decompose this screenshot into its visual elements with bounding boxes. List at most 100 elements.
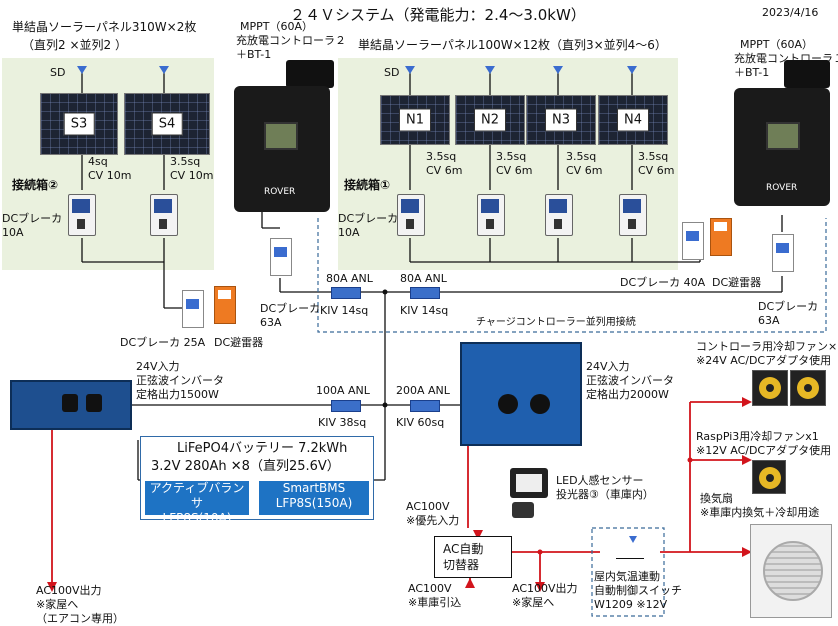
- anl-fuse-top-1: [331, 287, 361, 299]
- switch-arrow: [629, 536, 637, 543]
- mppt-controller-2: ROVER: [234, 86, 330, 212]
- led-sensor-title: LED人感センサー: [556, 474, 644, 487]
- mppt2-screen: [264, 122, 298, 150]
- dc-breaker-25a-icon: [182, 290, 204, 328]
- anl-fuse-mid-2: [410, 400, 440, 412]
- charge-parallel-label: チャージコントローラー並列用接続: [476, 317, 636, 328]
- cable-s4-size: 3.5sq: [170, 155, 201, 168]
- dc-surge-left-label: DC避雷器: [214, 336, 264, 349]
- left-dc-breaker-rating: 10A: [2, 226, 24, 239]
- inverter-right-input: 24V入力: [586, 360, 630, 373]
- anl-fuse-top-2: [410, 287, 440, 299]
- dc-surge-right-label: DC避雷器: [712, 276, 762, 289]
- ac-garage-input: AC100V: [408, 582, 452, 595]
- left-array-title: 単結晶ソーラーパネル310W×2枚: [12, 20, 197, 34]
- ctrl-fans-title: コントローラ用冷却ファン×2: [696, 340, 838, 353]
- junction-box-1-label: 接続箱①: [344, 178, 391, 192]
- ac-priority-input: AC100V: [406, 500, 450, 513]
- panel-label-n1: N1: [399, 108, 431, 132]
- ac-out-left-usage: （エアコン専用）: [36, 612, 124, 625]
- thermo-model: W1209 ※12V: [594, 598, 668, 611]
- inverter-1500w: [10, 380, 132, 430]
- thermo-title: 屋内気温連動: [594, 570, 660, 583]
- panel-label-n2: N2: [474, 108, 506, 132]
- smart-bms-name: SmartBMS: [282, 481, 346, 495]
- panel-label-s3: S3: [63, 112, 95, 136]
- dc-breaker-63a-right-label: DCブレーカ: [758, 300, 819, 313]
- anl-top-1-cable: KIV 14sq: [320, 304, 369, 317]
- dc-breaker-63a-left-rating: 63A: [260, 316, 282, 329]
- mppt1-brand: ROVER: [766, 183, 798, 193]
- inverter-left-type: 正弦波インバータ: [136, 374, 224, 387]
- controller-fan-1-icon: [752, 370, 788, 406]
- cable-n2-size: 3.5sq: [496, 150, 527, 163]
- ats-label-line2: 切替器: [443, 558, 480, 572]
- active-balancer-model: LFP8S(10A): [162, 511, 232, 525]
- solar-panel-n3: N3: [526, 95, 596, 145]
- dc-breaker-40a-icon: [682, 222, 704, 260]
- anl-top-1-rating: 80A ANL: [326, 272, 373, 285]
- inverter-left-input: 24V入力: [136, 360, 180, 373]
- dc-breaker-n3: [545, 194, 573, 236]
- anl-mid-1-rating: 100A ANL: [316, 384, 370, 397]
- pi-fan-note: ※12V AC/DCアダプタ使用: [696, 444, 832, 457]
- dc-breaker-n2: [477, 194, 505, 236]
- smart-bms-model: LFP8S(150A): [275, 496, 353, 510]
- vent-fan-icon: [750, 524, 832, 618]
- solar-panel-n4: N4: [598, 95, 668, 145]
- inverter-2000w-outlet-1: [498, 394, 518, 414]
- dc-breaker-25a-label: DCブレーカ 25A: [120, 336, 206, 349]
- dc-surge-right-icon: [710, 218, 732, 256]
- smart-bms: SmartBMS LFP8S(150A): [259, 481, 369, 515]
- right-dc-breaker-label: DCブレーカ: [338, 212, 399, 225]
- anl-mid-2-rating: 200A ANL: [396, 384, 450, 397]
- left-sd-label: SD: [50, 66, 66, 79]
- junction-box-2-label: 接続箱②: [12, 178, 59, 192]
- panel-label-n3: N3: [545, 108, 577, 132]
- solar-panel-s4: S4: [124, 93, 210, 155]
- bt1-module-2-icon: [286, 60, 334, 88]
- pi-fan-title: RaspPi3用冷却ファンx1: [696, 430, 819, 443]
- led-floodlight-icon: [510, 468, 548, 498]
- battery-config: 3.2V 280Ah ✕8（直列25.6V）: [151, 459, 340, 474]
- mppt2-brand: ROVER: [264, 187, 296, 197]
- dc-breaker-n1: [397, 194, 425, 236]
- thermo-switch-icon: [616, 536, 644, 559]
- ac-out-left-note: ※家屋へ: [36, 598, 79, 611]
- inverter-left-rating: 定格出力1500W: [136, 388, 219, 401]
- ac-garage-note: ※車庫引込: [408, 596, 462, 609]
- anl-top-2-rating: 80A ANL: [400, 272, 447, 285]
- thermo-subtitle: 自動制御スイッチ: [594, 584, 682, 597]
- pi-fan-icon: [752, 460, 786, 494]
- cable-n2-length: CV 6m: [496, 164, 533, 177]
- mppt2-model: MPPT（60A）: [240, 20, 313, 33]
- ac-out-left-title: AC100V出力: [36, 584, 102, 597]
- vent-fan-title: 換気扇: [700, 492, 733, 505]
- cable-n4-size: 3.5sq: [638, 150, 669, 163]
- cable-s3-length: CV 10m: [88, 169, 132, 182]
- dc-breaker-63a-right-rating: 63A: [758, 314, 780, 327]
- solar-panel-n1: N1: [380, 95, 450, 145]
- cable-n4-length: CV 6m: [638, 164, 675, 177]
- ac-out-mid-title: AC100V出力: [512, 582, 578, 595]
- vent-fan-note: ※車庫内換気＋冷却用途: [700, 506, 820, 519]
- led-lens: [516, 474, 542, 492]
- panel-label-n4: N4: [617, 108, 649, 132]
- active-balancer: アクティブバランサ LFP8S(10A): [145, 481, 249, 525]
- mppt2-name: 充放電コントローラ２: [236, 34, 346, 47]
- dc-breaker-s3: [68, 194, 96, 236]
- battery-box: LiFePO4バッテリー 7.2kWh 3.2V 280Ah ✕8（直列25.6…: [140, 436, 374, 525]
- anl-fuse-mid-1: [331, 400, 361, 412]
- cable-s3-size: 4sq: [88, 155, 108, 168]
- left-dc-breaker-label: DCブレーカ: [2, 212, 63, 225]
- dc-surge-left-icon: [214, 286, 236, 324]
- solar-panel-n2: N2: [455, 95, 525, 145]
- controller-fan-2-icon: [790, 370, 826, 406]
- panel-label-s4: S4: [151, 112, 183, 136]
- led-sensor-location: 投光器③（車庫内）: [556, 488, 654, 501]
- active-balancer-name: アクティブバランサ: [149, 481, 245, 510]
- dc-breaker-n4: [619, 194, 647, 236]
- inverter-1500w-outlet-2: [86, 394, 102, 412]
- ac-priority-note: ※優先入力: [406, 514, 460, 527]
- page-title: ２４Ｖシステム（発電能力：2.4～3.0kW）: [290, 6, 586, 24]
